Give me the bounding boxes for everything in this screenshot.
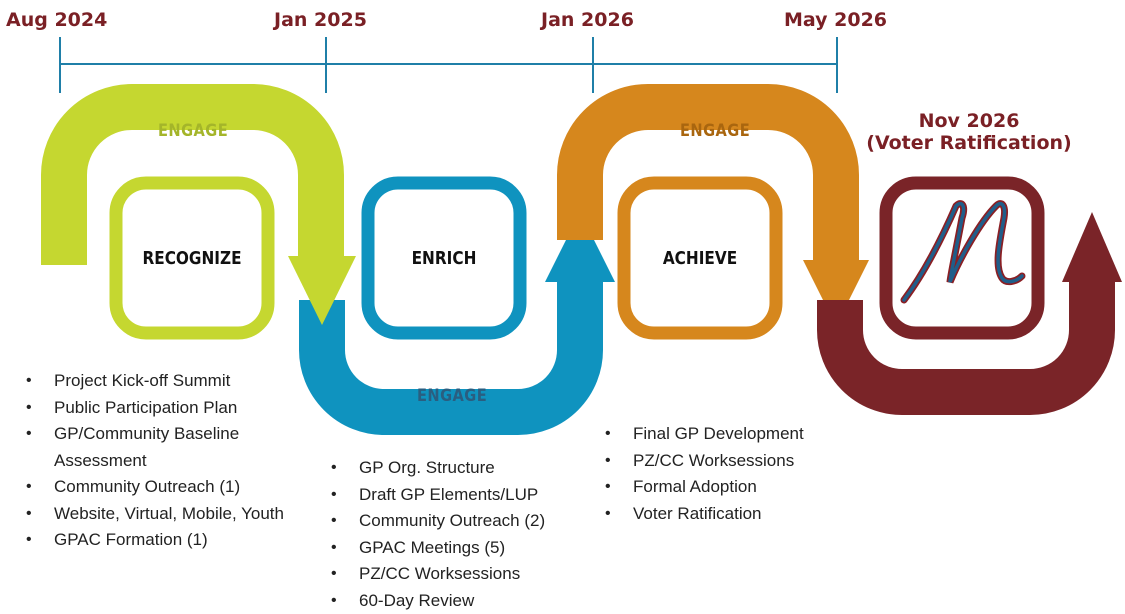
phase-enrich: ENRICH	[379, 248, 508, 269]
phase-recognize: RECOGNIZE	[127, 248, 256, 269]
list-item: PZ/CC Worksessions	[327, 561, 607, 588]
list-item: Community Outreach (1)	[22, 474, 292, 501]
achieve-tasks: Final GP Development PZ/CC Worksessions …	[601, 421, 861, 527]
milestone-may-2026: May 2026	[784, 9, 887, 31]
list-item: PZ/CC Worksessions	[601, 448, 861, 475]
engage-label-enrich: ENGAGE	[417, 386, 487, 406]
engage-label-recognize: ENGAGE	[158, 121, 228, 141]
enrich-tasks: GP Org. Structure Draft GP Elements/LUP …	[327, 455, 607, 614]
list-item: Community Outreach (2)	[327, 508, 607, 535]
ratification-label: (Voter Ratification)	[864, 132, 1074, 154]
list-item: GPAC Meetings (5)	[327, 535, 607, 562]
recognize-tasks: Project Kick-off Summit Public Participa…	[22, 368, 292, 554]
list-item: Website, Virtual, Mobile, Youth	[22, 501, 286, 528]
list-item: Draft GP Elements/LUP	[327, 482, 607, 509]
ratification-heading: Nov 2026 (Voter Ratification)	[864, 110, 1074, 154]
list-item: Project Kick-off Summit	[22, 368, 292, 395]
list-item: GP Org. Structure	[327, 455, 607, 482]
list-item: 60-Day Review	[327, 588, 607, 614]
milestone-jan-2025: Jan 2025	[274, 9, 367, 31]
list-item: Voter Ratification	[601, 501, 861, 528]
list-item: Formal Adoption	[601, 474, 861, 501]
engage-label-achieve: ENGAGE	[680, 121, 750, 141]
list-item: Public Participation Plan	[22, 395, 292, 422]
milestone-aug-2024: Aug 2024	[6, 9, 107, 31]
milestone-jan-2026: Jan 2026	[541, 9, 634, 31]
list-item: Final GP Development	[601, 421, 861, 448]
phase-achieve: ACHIEVE	[635, 248, 764, 269]
ratification-date: Nov 2026	[864, 110, 1074, 132]
list-item: GP/Community Baseline Assessment	[22, 421, 286, 474]
list-item: GPAC Formation (1)	[22, 527, 292, 554]
